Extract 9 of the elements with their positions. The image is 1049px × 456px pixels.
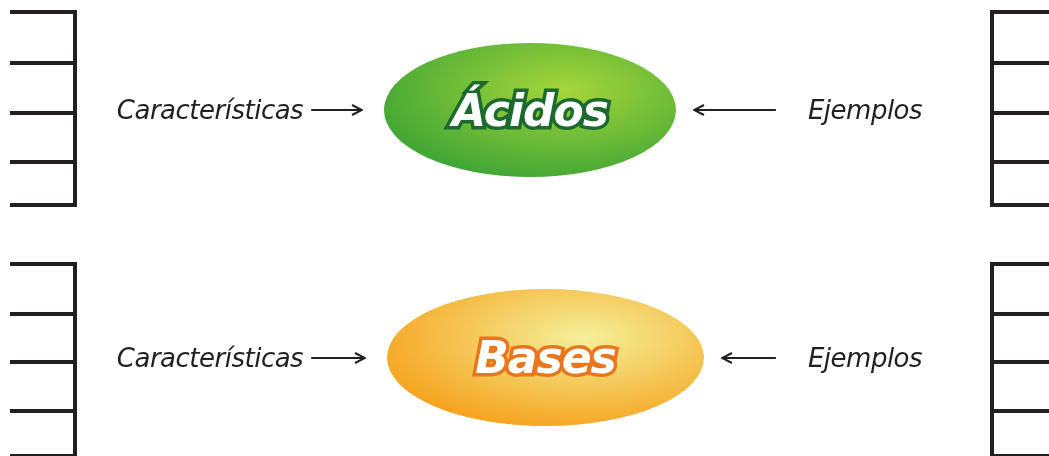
node-label: Características: [116, 95, 304, 125]
arrow: [721, 352, 777, 364]
node-label: Características: [116, 343, 304, 373]
node-label: Ejemplos: [807, 343, 923, 373]
arrow: [310, 104, 363, 116]
arrow: [693, 104, 777, 116]
node-title: Bases: [475, 332, 616, 383]
node-label: Ejemplos: [807, 95, 923, 125]
arrow: [310, 352, 366, 364]
